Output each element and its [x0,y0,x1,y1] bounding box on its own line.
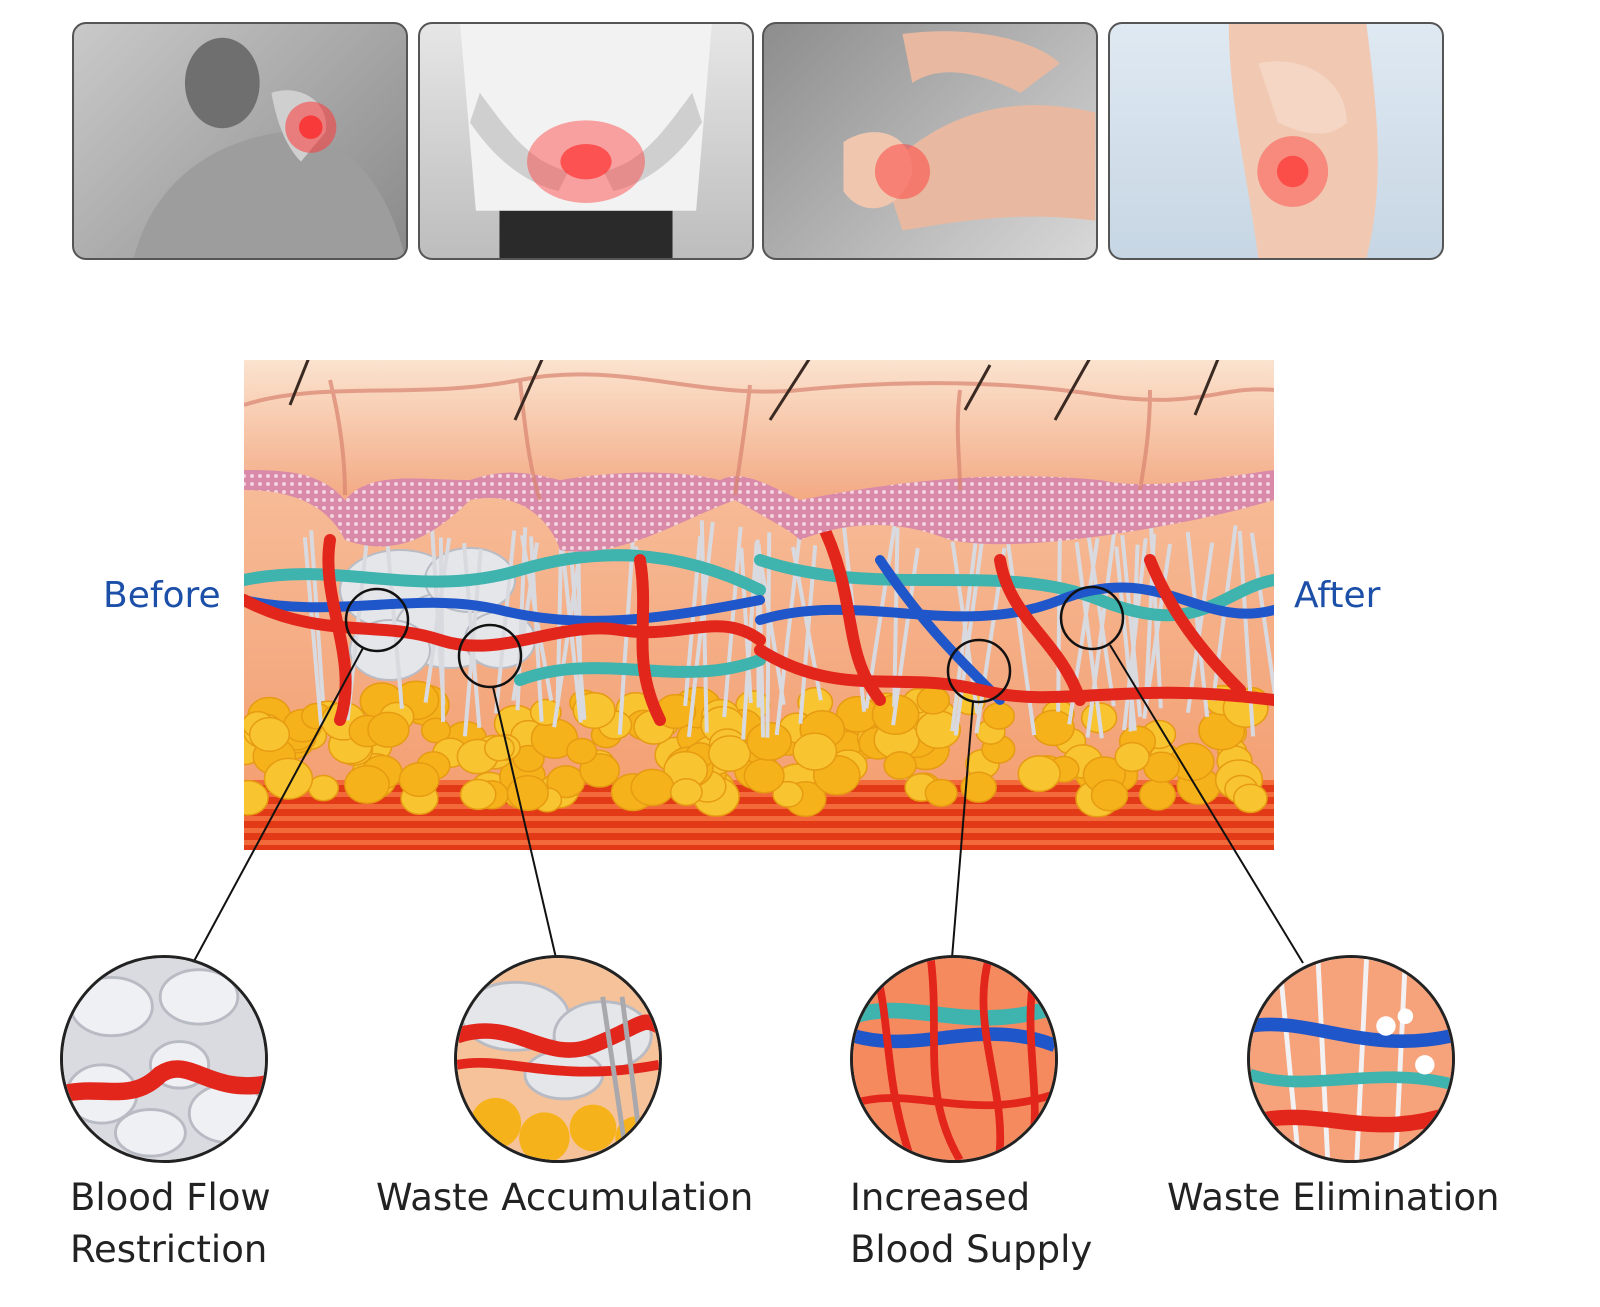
fat-cell [772,780,804,808]
fiber [438,537,446,722]
fat-cell [883,751,917,780]
caption-waste-elimination: Waste Elimination [1167,1172,1499,1224]
fiber [309,530,325,701]
fat-cell [669,777,703,807]
fat-cell [1017,755,1061,793]
fat-cell [1032,709,1075,747]
fat-cell [248,716,291,752]
callout-markers [344,585,1125,704]
fat-cell [743,758,785,794]
knee-pain-photo [1108,22,1444,260]
fiber [423,537,452,703]
fiber [1056,520,1062,712]
back-pain-photo [418,22,754,260]
fat-cell [1138,778,1177,811]
epidermis-cells [244,372,1274,501]
fat-cell [459,778,497,811]
fat-cell [960,771,997,803]
caption-line-2: Restriction [70,1228,268,1271]
fiber [1185,542,1215,713]
caption-blood-flow-restriction: Blood Flow Restriction [70,1172,271,1276]
fat-cell [367,711,410,748]
caption-line-1: Waste Accumulation [376,1176,754,1219]
fat-cell [566,737,598,765]
fiber [1074,541,1104,739]
zoom-increased-blood-supply [850,955,1058,1163]
fiber [462,542,482,729]
caption-line-2: Blood Supply [850,1228,1093,1271]
caption-line-1: Waste Elimination [1167,1176,1500,1219]
fiber [1185,531,1210,718]
fat-cell [263,757,314,800]
fat-cell [244,779,269,816]
fat-cell [1114,741,1150,773]
fat-cell [916,685,951,715]
basal-membrane [244,470,1274,552]
fiber [494,530,517,714]
fiber [1120,534,1143,717]
fiber [1114,546,1137,731]
fiber [741,541,759,740]
caption-increased-blood-supply: Increased Blood Supply [850,1172,1092,1276]
fat-cell [924,778,958,808]
fiber [1249,532,1274,703]
fat-cell [792,732,838,771]
before-label: Before [103,575,221,616]
fat-cell [1232,783,1268,814]
fiber [1085,527,1116,707]
zoom-waste-accumulation [454,955,662,1163]
zoom-blood-flow-restriction [60,955,268,1163]
fiber [953,539,985,736]
caption-line-1: Blood Flow [70,1176,271,1219]
fat-cell [398,762,440,798]
fat-cell [982,702,1015,730]
fat-cell [630,768,675,807]
fat-cell [708,735,752,772]
fat-cell [529,698,562,727]
fat-cell [506,774,549,812]
fat-cell [344,764,390,805]
epidermis [244,360,1274,500]
caption-line-1: Increased [850,1176,1031,1219]
fat-cell [1090,779,1129,812]
zoom-waste-elimination [1247,955,1455,1163]
hairs [288,360,1220,421]
after-label: After [1294,575,1381,616]
fat-cell [420,717,451,744]
fiber [756,549,786,706]
caption-waste-accumulation: Waste Accumulation [376,1172,753,1224]
leader-lines [192,644,1304,964]
neck-pain-photo [72,22,408,260]
elbow-pain-photo [762,22,1098,260]
